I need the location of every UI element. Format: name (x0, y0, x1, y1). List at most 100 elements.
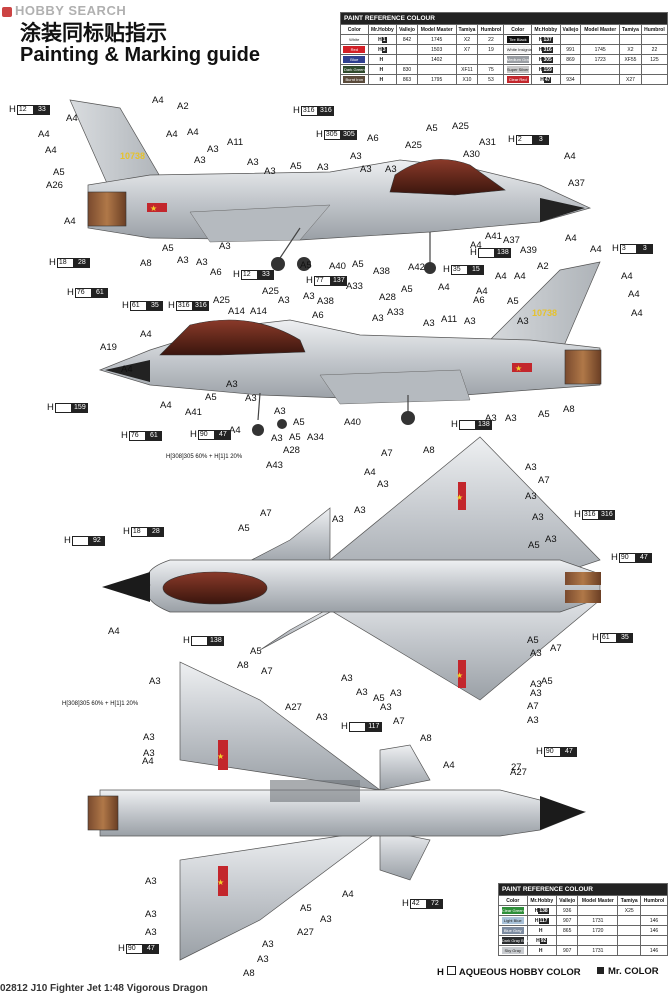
color-swatch: Red (343, 46, 366, 53)
decal-callout: A11 (441, 314, 458, 325)
decal-callout: A3 (303, 291, 315, 302)
decal-callout: A3 (505, 413, 517, 424)
decal-callout: A3 (390, 688, 402, 699)
paint-code-cell: 1745 (580, 44, 620, 55)
decal-callout: A7 (260, 508, 272, 519)
col-header: Humbrol (477, 24, 505, 35)
decal-callout: A3 (177, 255, 189, 266)
mr-hobby-code: H3 (367, 44, 398, 55)
decal-callout: A4 (342, 889, 354, 900)
decal-callout: A4 (476, 286, 488, 297)
decal-callout: A5 (300, 260, 312, 271)
decal-callout: A4 (438, 282, 450, 293)
paint-code-cell (580, 64, 620, 75)
decal-callout: A41 (185, 407, 202, 418)
decal-callout: A8 (237, 660, 249, 671)
decal-callout: A27 (297, 927, 314, 938)
decal-callout: A28 (283, 445, 300, 456)
decal-callout: A14 (228, 306, 245, 317)
decal-callout: A8 (140, 258, 152, 269)
side-view-right: 10738 ★ (98, 261, 602, 436)
decal-callout: A4 (121, 364, 133, 375)
paint-code-cell: 22 (477, 34, 505, 45)
decal-callout: A3 (332, 514, 344, 525)
decal-callout: A4 (66, 113, 78, 124)
col-header: Humbrol (640, 895, 668, 906)
decal-callout: A5 (293, 417, 305, 428)
decal-callout: A11 (227, 137, 244, 148)
col-header: Mr.Hobby (531, 24, 561, 35)
decal-callout: A5 (507, 296, 519, 307)
decal-callout: A4 (140, 329, 152, 340)
paint-color-cell: Sky Gray (498, 945, 528, 956)
decal-callout: A25 (452, 121, 469, 132)
svg-text:★: ★ (515, 364, 522, 373)
decal-callout: A3 (278, 295, 290, 306)
decal-callout: A6 (367, 133, 379, 144)
decal-callout: A4 (166, 129, 178, 140)
paint-code-cell: 146 (640, 915, 668, 926)
decal-callout: A4 (64, 216, 76, 227)
paint-code-cell: 1731 (577, 945, 619, 956)
decal-callout: A42 (408, 262, 425, 273)
paint-color-cell: Burnt Iron (340, 74, 369, 85)
svg-text:★: ★ (217, 878, 224, 887)
decal-callout: A3 (245, 393, 257, 404)
col-header: Color (340, 24, 369, 35)
decal-callout: A4 (621, 271, 633, 282)
paint-code-cell (416, 64, 457, 75)
paint-reference-title: PAINT REFERENCE COLOUR (498, 883, 668, 896)
decal-callout: A3 (530, 648, 542, 659)
tail-number-2: 10738 (532, 308, 557, 318)
col-header: Color (503, 24, 533, 35)
decal-callout: A6 (210, 267, 222, 278)
decal-callout: A3 (360, 164, 372, 175)
col-header: Model Master (416, 24, 457, 35)
decal-callout: A4 (443, 760, 455, 771)
paint-color-cell: White (340, 34, 369, 45)
hobby-search-logo-icon (2, 6, 12, 17)
paint-code-cell: XF11 (455, 64, 479, 75)
color-swatch: Blue Gray (501, 927, 524, 934)
paint-code-cell (640, 64, 669, 75)
part-number-label: 27 (511, 762, 522, 773)
paint-code-cell: 869 (559, 54, 582, 65)
paint-code-cell: 1503 (416, 44, 457, 55)
col-header: Tamiya (455, 24, 479, 35)
side-view-left: 10738 ★ (69, 99, 592, 274)
paint-code-cell: 19 (477, 44, 505, 55)
decal-callout: A2 (177, 101, 189, 112)
col-header: Humbrol (640, 24, 669, 35)
paint-code-cell (617, 915, 642, 926)
watermark: HOBBY SEARCH (2, 3, 126, 18)
bottom-view: ★ ★ (87, 661, 587, 961)
decal-callout: A7 (381, 448, 393, 459)
paint-color-cell: Medium Gray (503, 54, 533, 65)
legend-aqueous-label: AQUEOUS HOBBY COLOR (458, 967, 581, 978)
color-swatch: White (343, 36, 366, 43)
decal-callout: A3 (257, 954, 269, 965)
paint-code-cell (640, 74, 669, 85)
paint-code-cell: X2 (618, 44, 642, 55)
decal-callout: A8 (243, 968, 255, 979)
decal-callout: A27 (510, 767, 527, 778)
decal-callout: A38 (317, 296, 334, 307)
decal-callout: A43 (266, 460, 283, 471)
decal-callout: A3 (385, 164, 397, 175)
decal-callout: A3 (525, 491, 537, 502)
legend-mr-color-label: Mr. COLOR (608, 966, 659, 977)
col-header: Vallejo (396, 24, 418, 35)
paint-code-cell (455, 54, 479, 65)
paint-code-cell (559, 34, 582, 45)
